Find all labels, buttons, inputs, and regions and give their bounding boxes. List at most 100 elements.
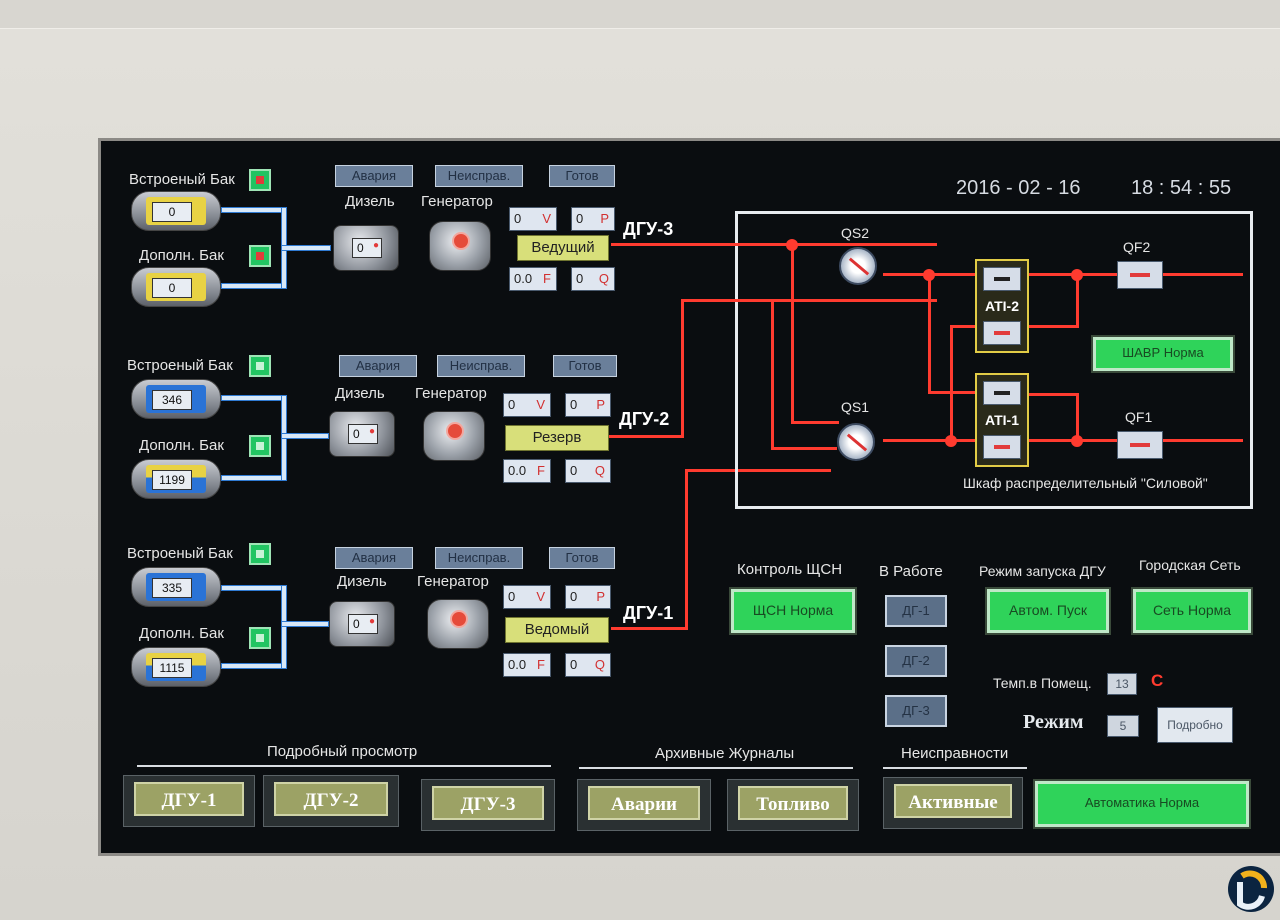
cabinet-link (791, 421, 839, 424)
dgu2-tank-main-led (249, 355, 271, 377)
dgu3-tank-extra-led (249, 245, 271, 267)
bus-node (1071, 435, 1083, 447)
dgu3-tank-extra: 0 (131, 267, 221, 307)
generator-icon (429, 221, 491, 271)
dgu2-tag-fault: Неисправ. (437, 355, 525, 377)
cabinet-cross (928, 273, 931, 393)
pipe (281, 621, 329, 627)
bus-line-dgu2-a (609, 435, 683, 438)
shsn-status-button[interactable]: ЩСН Норма (729, 587, 857, 635)
details-button[interactable]: Подробно (1157, 707, 1233, 743)
dgu1-tag-ready: Готов (549, 547, 615, 569)
faults-title: Неисправности (901, 745, 1009, 762)
dgu3-tank-main: 0 (131, 191, 221, 231)
dgu1-engine-value: 0 (353, 617, 360, 631)
dgu3-mode: Ведущий (517, 235, 609, 261)
ati2-switch-top[interactable] (983, 267, 1021, 291)
ati2-switch-bottom[interactable] (983, 321, 1021, 345)
dgu2-tank-main-value: 346 (152, 390, 192, 410)
df3-button[interactable]: ДГ-3 (885, 695, 947, 727)
cabinet-cross (950, 325, 978, 328)
pipe (221, 283, 285, 289)
bus-line-dgu1-c (685, 469, 831, 472)
dgu1-tank-main-led (249, 543, 271, 565)
dgu2-tank-extra-value: 1199 (152, 470, 192, 490)
cabinet-cross (1021, 393, 1079, 396)
shavr-status: ШАВР Норма (1091, 335, 1235, 373)
dgu3-tank-extra-label: Дополн. Бак (139, 247, 224, 264)
dgu3-view-button[interactable]: ДГУ-3 (421, 779, 555, 831)
cabinet-link-2 (735, 299, 773, 302)
dgu1-tank-main: 335 (131, 567, 221, 607)
ati2-block: ATI-2 (975, 259, 1029, 353)
qf1-switch[interactable] (1117, 431, 1163, 459)
start-mode-button[interactable]: Автом. Пуск (985, 587, 1111, 635)
dgu2-mode: Резерв (505, 425, 609, 451)
dgu1-tank-main-label: Встроеный Бак (127, 545, 233, 562)
archive-divider (579, 767, 853, 769)
automation-status-button[interactable]: Автоматика Норма (1033, 779, 1251, 829)
engine-icon: 0● (333, 225, 399, 271)
generator-icon (423, 411, 485, 461)
cabinet-frame (735, 211, 1253, 509)
alarms-log-button[interactable]: Аварии (577, 779, 711, 831)
pipe (221, 585, 285, 591)
city-network-title: Городская Сеть (1139, 557, 1241, 573)
active-faults-button[interactable]: Активные (883, 777, 1023, 829)
breaker-icon[interactable] (839, 247, 877, 285)
dgu3-diesel-label: Дизель (345, 193, 395, 210)
dgu3-tank-main-value: 0 (152, 202, 192, 222)
dgu1-title: ДГУ-1 (623, 603, 674, 623)
dgu3-tag-ready: Готов (549, 165, 615, 187)
dgu3-tank-main-label: Встроеный Бак (129, 171, 235, 188)
mode-value: 5 (1107, 715, 1139, 737)
fuel-log-button[interactable]: Топливо (727, 779, 859, 831)
dgu1-view-button[interactable]: ДГУ-1 (123, 775, 255, 827)
date-display: 2016 - 02 - 16 (956, 177, 1081, 199)
dgu2-tank-main-label: Встроеный Бак (127, 357, 233, 374)
logo-icon (1228, 866, 1274, 912)
dgu1-tank-main-value: 335 (152, 578, 192, 598)
dgu2-view-button[interactable]: ДГУ-2 (263, 775, 399, 827)
qf2-switch[interactable] (1117, 261, 1163, 289)
pipe (281, 433, 329, 439)
dgu2-tag-alarm: Авария (339, 355, 417, 377)
mode-label: Режим (1023, 711, 1084, 733)
dgu1-tag-alarm: Авария (335, 547, 413, 569)
pipe (221, 663, 285, 669)
hmi-screen: 2016 - 02 - 16 18 : 54 : 55 Встроеный Ба… (98, 138, 1280, 856)
pipe (221, 207, 285, 213)
dgu3-title: ДГУ-3 (623, 219, 674, 239)
cabinet-bus-1 (883, 439, 1243, 442)
ati1-switch-top[interactable] (983, 381, 1021, 405)
pipe (221, 395, 285, 401)
pipe (281, 245, 331, 251)
dgu1-tank-extra-led (249, 627, 271, 649)
start-mode-title: Режим запуска ДГУ (979, 563, 1106, 579)
logo-glyph (1237, 870, 1267, 910)
pipe (221, 475, 285, 481)
ati1-block: ATI-1 (975, 373, 1029, 467)
room-temp-value: 13 (1107, 673, 1137, 695)
ati1-switch-bottom[interactable] (983, 435, 1021, 459)
df2-button[interactable]: ДГ-2 (885, 645, 947, 677)
shsn-title: Контроль ЩСН (737, 561, 843, 578)
bus-line-dgu2-b (681, 299, 684, 438)
working-title: В Работе (879, 563, 943, 580)
dgu1-tank-extra-value: 1115 (152, 658, 192, 678)
engine-icon: 0● (329, 411, 395, 457)
dgu2-tank-extra-led (249, 435, 271, 457)
city-network-button[interactable]: Сеть Норма (1131, 587, 1253, 635)
detail-view-title: Подробный просмотр (267, 743, 418, 760)
room-temp-label: Темп.в Помещ. (993, 675, 1092, 691)
breaker-icon[interactable] (837, 423, 875, 461)
dgu2-tank-extra-label: Дополн. Бак (139, 437, 224, 454)
df1-button[interactable]: ДГ-1 (885, 595, 947, 627)
